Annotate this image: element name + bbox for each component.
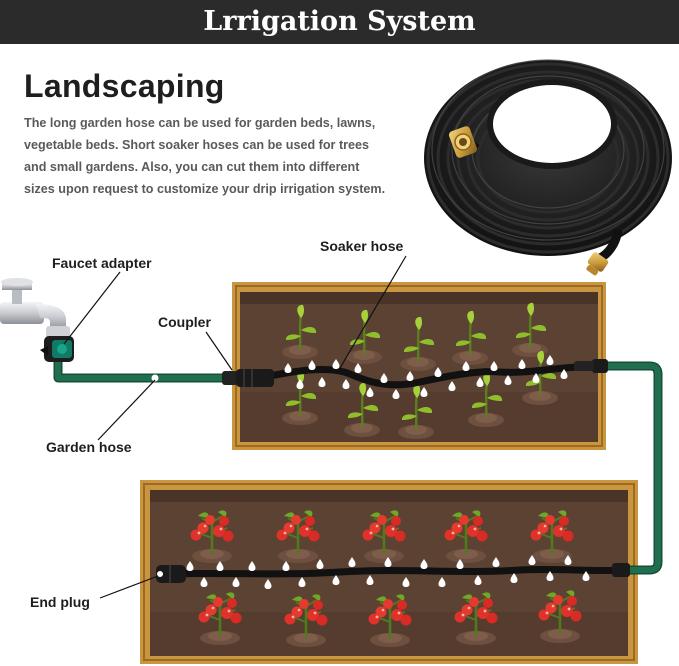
coupler-leader [205,331,233,371]
label-end-plug: End plug [30,594,90,610]
description-line: and small gardens. Also, you can cut the… [24,160,360,174]
description-line: vegetable beds. Short soaker hoses can b… [24,138,370,152]
label-faucet-adapter: Faucet adapter [52,255,152,271]
section-heading: Landscaping [24,68,225,104]
section-description: The long garden hose can be used for gar… [24,112,424,200]
label-garden-hose: Garden hose [46,439,132,455]
garden-hose [53,360,663,575]
end-plug-leader [99,575,159,599]
hose-coil-icon [424,59,672,276]
title-banner: Lrrigation System [0,0,679,44]
soaker-hose [159,362,627,578]
faucet-adapter [40,336,74,362]
faucet-icon [0,278,70,340]
garden-hose-leader [97,379,156,441]
label-soaker-hose: Soaker hose [320,238,404,254]
coupler [222,359,608,387]
garden-hose-pointer-dot [151,374,159,382]
leader-lines [63,255,407,599]
label-coupler: Coupler [158,314,211,330]
banner-title: Lrrigation System [203,6,476,37]
description-line: sizes upon request to customize your dri… [24,182,386,196]
soaker-hose-leader [339,255,407,369]
end-plug [156,563,630,583]
faucet-adapter-leader [63,271,121,345]
description-line: The long garden hose can be used for gar… [24,116,376,130]
